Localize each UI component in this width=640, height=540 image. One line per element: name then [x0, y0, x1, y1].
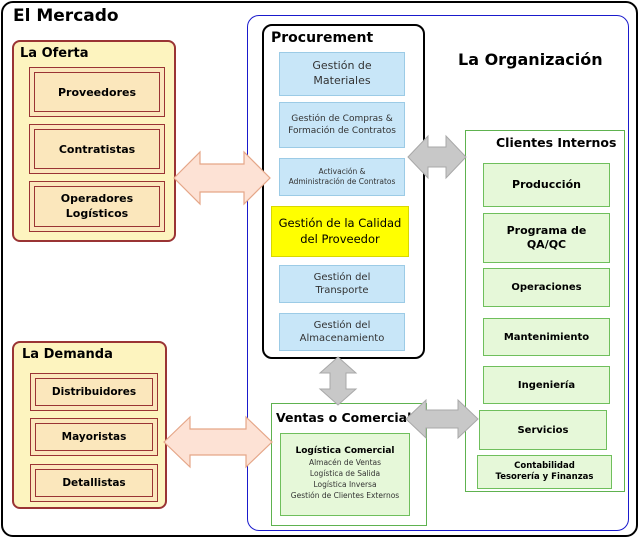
clientes-item-qaqc: Programa de QA/QC — [483, 213, 610, 263]
demanda-item-detallistas: Detallistas — [30, 464, 158, 502]
demanda-title: La Demanda — [22, 347, 113, 362]
logistica-item: Logística Inversa — [313, 479, 377, 489]
oferta-item-label: Proveedores — [34, 72, 160, 112]
clientes-title: Clientes Internos — [496, 135, 617, 150]
procurement-gestion-materiales: Gestión de Materiales — [279, 52, 405, 96]
procurement-gestion-transporte: Gestión del Transporte — [279, 265, 405, 303]
double-arrow-ventas-clientes — [405, 398, 479, 440]
logistica-comercial-title: Logística Comercial — [295, 446, 395, 456]
organizacion-frame — [247, 15, 629, 531]
oferta-item-label: Operadores Logísticos — [34, 186, 160, 227]
clientes-item-mantenimiento: Mantenimiento — [483, 318, 610, 356]
procurement-gestion-almacenamiento: Gestión del Almacenamiento — [279, 313, 405, 351]
logistica-comercial-box: Logística Comercial Almacén de Ventas Lo… — [280, 433, 410, 516]
double-arrow-procurement-clientes — [407, 134, 467, 180]
double-arrow-oferta-procurement — [173, 150, 271, 206]
double-arrow-procurement-ventas — [318, 356, 358, 406]
double-arrow-demanda-ventas — [163, 415, 273, 469]
procurement-gestion-compras: Gestión de Compras & Formación de Contra… — [279, 102, 405, 148]
clientes-item-contabilidad: Contabilidad Tesorería y Finanzas — [477, 455, 612, 489]
logistica-item: Gestión de Clientes Externos — [290, 490, 400, 500]
ventas-title: Ventas o Comercial — [276, 410, 412, 425]
oferta-item-operadores: Operadores Logísticos — [29, 181, 165, 232]
mercado-title: El Mercado — [13, 6, 119, 26]
logistica-item: Almacén de Ventas — [308, 458, 382, 468]
oferta-title: La Oferta — [20, 46, 89, 61]
demanda-item-label: Distribuidores — [35, 378, 153, 406]
oferta-item-contratistas: Contratistas — [29, 124, 165, 174]
demanda-item-label: Mayoristas — [35, 423, 153, 451]
clientes-item-ingenieria: Ingeniería — [483, 366, 610, 404]
demanda-item-distribuidores: Distribuidores — [30, 373, 158, 411]
oferta-item-label: Contratistas — [34, 129, 160, 169]
procurement-title: Procurement — [271, 30, 374, 46]
clientes-item-servicios: Servicios — [479, 410, 607, 450]
clientes-item-operaciones: Operaciones — [483, 268, 610, 307]
organizacion-title: La Organización — [458, 50, 603, 69]
logistica-item: Logística de Salida — [309, 468, 381, 478]
procurement-calidad-proveedor: Gestión de la Calidad del Proveedor — [271, 206, 409, 257]
demanda-item-label: Detallistas — [35, 469, 153, 497]
clientes-item-produccion: Producción — [483, 163, 610, 207]
oferta-item-proveedores: Proveedores — [29, 67, 165, 117]
demanda-item-mayoristas: Mayoristas — [30, 418, 158, 456]
procurement-activacion-contratos: Activación & Administración de Contratos — [279, 158, 405, 196]
